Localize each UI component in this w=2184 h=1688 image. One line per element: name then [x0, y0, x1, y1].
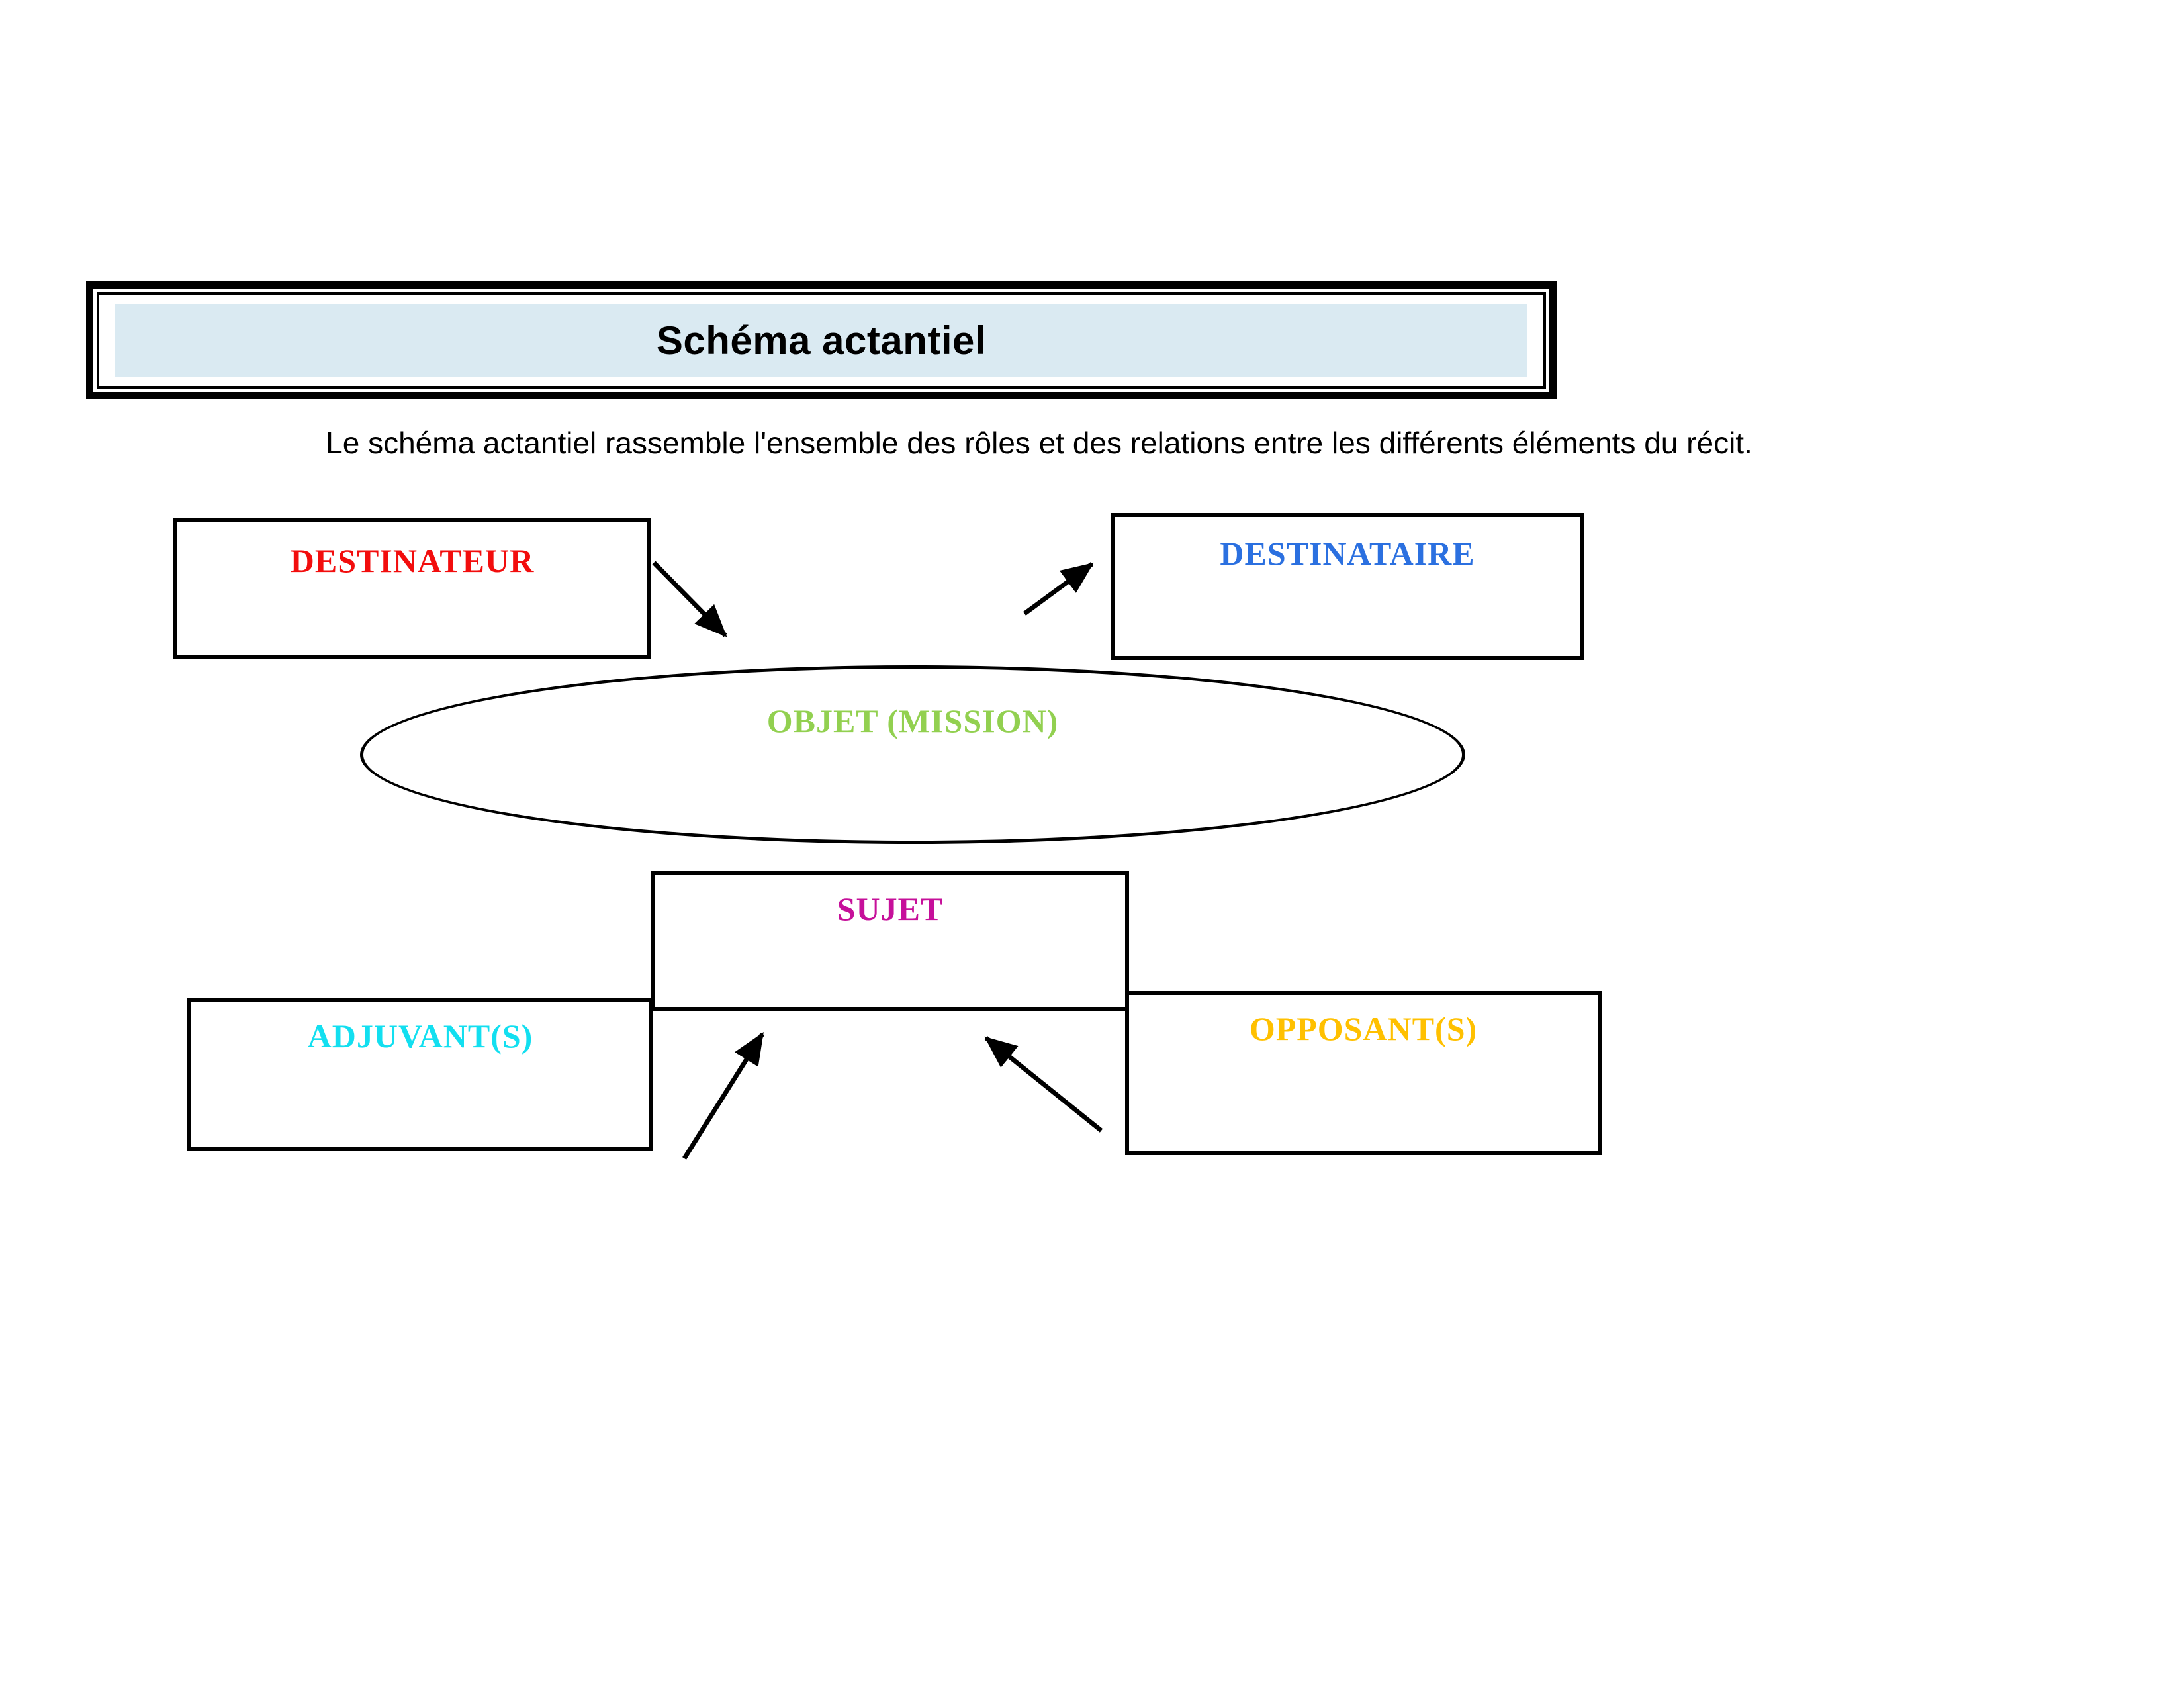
node-destinataire-label: DESTINATAIRE — [1220, 535, 1475, 572]
node-opposant: OPPOSANT(S) — [1125, 991, 1602, 1155]
arrow-destinateur-to-objet — [652, 561, 727, 637]
page-title: Schéma actantiel — [115, 304, 1527, 377]
node-sujet-label: SUJET — [837, 890, 944, 927]
node-adjuvant-label: ADJUVANT(S) — [307, 1017, 533, 1055]
node-adjuvant: ADJUVANT(S) — [187, 998, 653, 1151]
node-destinateur: DESTINATEUR — [173, 518, 651, 659]
node-objet-label: OBJET (MISSION) — [766, 702, 1059, 739]
node-sujet: SUJET — [651, 871, 1129, 1011]
title-frame-inner-border: Schéma actantiel — [97, 292, 1546, 389]
subtitle-text: Le schéma actantiel rassemble l'ensemble… — [326, 426, 1752, 460]
node-destinataire: DESTINATAIRE — [1111, 513, 1584, 660]
arrow-opposant-to-sujet — [984, 1036, 1103, 1133]
node-opposant-label: OPPOSANT(S) — [1249, 1010, 1478, 1047]
title-frame: Schéma actantiel — [86, 281, 1557, 399]
node-destinateur-label: DESTINATEUR — [290, 542, 535, 579]
arrow-adjuvant-to-sujet — [682, 1032, 764, 1160]
arrow-objet-to-destinataire — [1023, 562, 1094, 616]
node-objet-ellipse: OBJET (MISSION) — [360, 665, 1465, 844]
